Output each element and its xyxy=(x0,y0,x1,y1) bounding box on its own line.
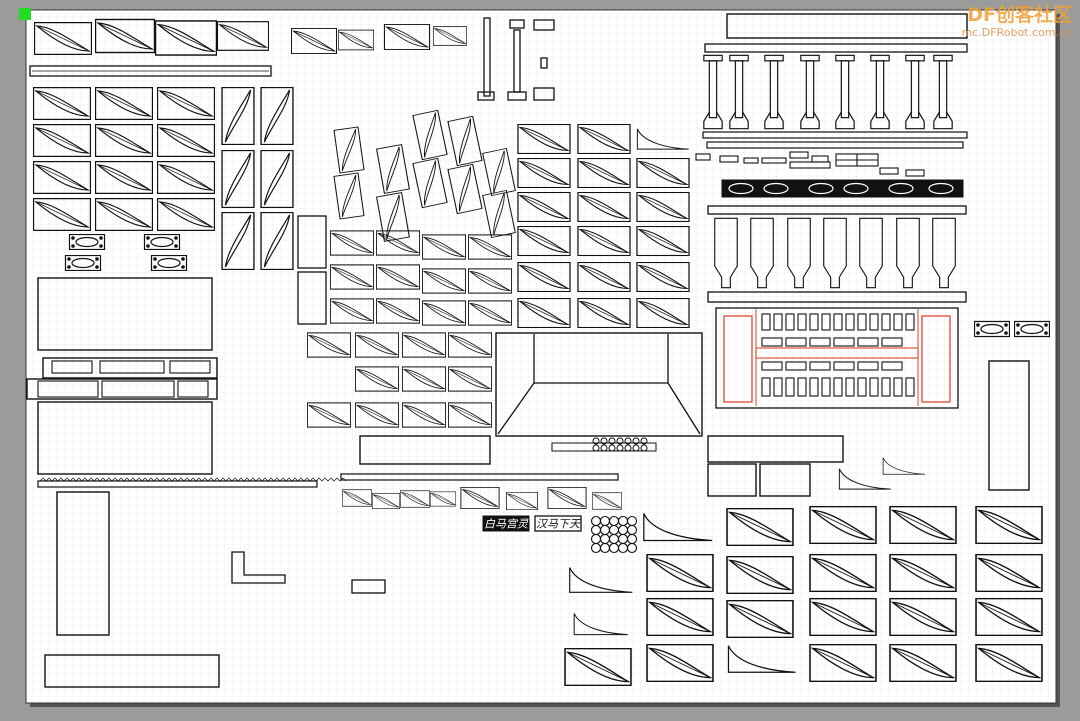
part-bead-grid[interactable] xyxy=(590,515,638,554)
text-plate-left-label: 白马宫灵 xyxy=(484,518,529,531)
part-toothed-strip[interactable] xyxy=(37,480,318,488)
origin-marker[interactable] xyxy=(19,8,31,20)
part-board[interactable] xyxy=(42,357,218,379)
text-plate-left[interactable]: 白马宫灵 xyxy=(482,515,530,532)
part-strip[interactable] xyxy=(29,65,272,77)
parts: 白马宫灵 汉马下天 xyxy=(26,13,1050,688)
grid-overlay xyxy=(26,10,1056,703)
part-colonnade-top[interactable] xyxy=(702,13,968,149)
part-board[interactable] xyxy=(37,277,213,351)
part-tall-board[interactable] xyxy=(988,360,1030,491)
part-board[interactable] xyxy=(707,435,844,463)
small-trims xyxy=(695,151,925,177)
part-board[interactable] xyxy=(26,378,218,400)
part-window-frame[interactable] xyxy=(715,307,959,409)
part-board[interactable] xyxy=(359,435,491,465)
pin-parts xyxy=(477,17,555,101)
part-roof[interactable] xyxy=(495,332,703,437)
text-plate-right[interactable]: 汉马下天 xyxy=(534,515,582,532)
rail-row-right xyxy=(721,179,964,198)
part-tall-board[interactable] xyxy=(56,491,110,636)
part-eave-strip[interactable] xyxy=(340,473,619,481)
part-board[interactable] xyxy=(37,401,213,475)
part-small-block[interactable] xyxy=(351,579,386,594)
part-colonnade-bays[interactable] xyxy=(707,205,967,303)
part-bead-strip[interactable] xyxy=(551,437,657,452)
text-plate-right-label: 汉马下天 xyxy=(536,518,581,531)
part-long-board[interactable] xyxy=(44,654,220,688)
part-l-bracket[interactable] xyxy=(231,551,286,584)
